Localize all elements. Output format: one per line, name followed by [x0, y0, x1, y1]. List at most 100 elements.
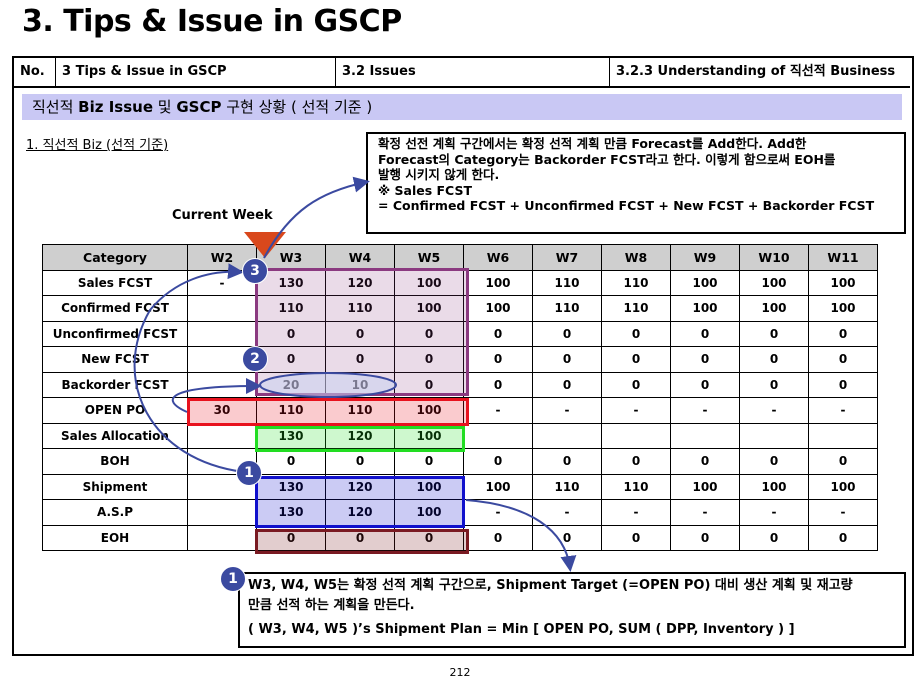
- table-cell: 100: [670, 295, 740, 322]
- row-category-cell: New FCST: [42, 346, 188, 373]
- note-line: 발행 시키지 않게 한다.: [378, 167, 500, 182]
- subtitle-banner: 직선적 Biz Issue 및 GSCP 구현 상황 ( 선적 기준 ): [22, 94, 902, 120]
- current-week-label: Current Week: [172, 208, 273, 223]
- step-2-badge: 2: [242, 346, 268, 372]
- table-cell: [187, 295, 257, 322]
- doc-header-bar: No. 3 Tips & Issue in GSCP 3.2 Issues 3.…: [14, 58, 910, 88]
- table-header-row: Category W2 W3 W4 W5 W6 W7 W8 W9 W10 W11: [42, 244, 878, 271]
- table-cell: 110: [601, 295, 671, 322]
- arrow-shipment-to-note: [465, 499, 577, 572]
- table-cell: [601, 422, 671, 449]
- note-line: ( W3, W4, W5 )’s Shipment Plan = Min [ O…: [248, 622, 795, 637]
- subtitle-part: 구현 상황 ( 선적 기준 ): [221, 98, 373, 116]
- table-cell: 0: [463, 346, 533, 373]
- row-category-cell: Sales Allocation: [42, 422, 188, 449]
- section-heading: 1. 직선적 Biz (선적 기준): [26, 138, 169, 153]
- column-header: W9: [670, 244, 740, 271]
- row-category-cell: OPEN PO: [42, 397, 188, 424]
- arrow-to-note: [263, 176, 370, 259]
- sales-allocation-box: [255, 426, 465, 452]
- table-cell: 0: [808, 346, 878, 373]
- table-cell: [187, 524, 257, 551]
- explanation-note: 확정 선전 계획 구간에서는 확정 선적 계획 만큼 Forecast를 Add…: [366, 132, 906, 234]
- header-no: No.: [14, 58, 56, 86]
- column-header: W4: [325, 244, 395, 271]
- table-cell: 100: [739, 295, 809, 322]
- step-1-note-badge: 1: [220, 566, 246, 592]
- row-category-cell: EOH: [42, 524, 188, 551]
- table-cell: 0: [463, 448, 533, 475]
- table-cell: 0: [808, 371, 878, 398]
- header-subsection: 3.2 Issues: [336, 58, 610, 86]
- step-3-badge: 3: [242, 258, 268, 284]
- table-cell: 110: [256, 397, 326, 424]
- table-cell: 100: [808, 269, 878, 296]
- table-cell: 0: [670, 448, 740, 475]
- table-cell: 30: [187, 397, 257, 424]
- column-header: W8: [601, 244, 671, 271]
- table-cell: -: [601, 397, 671, 424]
- backorder-highlight-ellipse: [259, 372, 397, 398]
- subtitle-part: Biz Issue: [78, 98, 153, 116]
- table-cell: 0: [670, 346, 740, 373]
- note-line: 확정 선전 계획 구간에서는 확정 선적 계획 만큼 Forecast를 Add…: [378, 136, 807, 151]
- eoh-box: [255, 529, 469, 554]
- table-cell: 0: [739, 524, 809, 551]
- table-cell: 110: [532, 473, 602, 500]
- table-cell: -: [808, 397, 878, 424]
- row-category-cell: Unconfirmed FCST: [42, 320, 188, 347]
- note-line: = Confirmed FCST + Unconfirmed FCST + Ne…: [378, 198, 875, 213]
- table-cell: 0: [394, 448, 464, 475]
- table-cell: 0: [394, 320, 464, 347]
- table-cell: 110: [532, 295, 602, 322]
- table-cell: 0: [256, 320, 326, 347]
- open-po-box: [187, 398, 469, 426]
- table-cell: 0: [256, 524, 326, 551]
- step-1-badge: 1: [236, 460, 262, 486]
- shipment-box: [255, 476, 465, 528]
- column-header: W5: [394, 244, 464, 271]
- table-cell: 0: [394, 346, 464, 373]
- table-cell: 100: [394, 295, 464, 322]
- table-cell: 0: [739, 448, 809, 475]
- header-topic: 3.2.3 Understanding of 직선적 Business: [616, 64, 896, 79]
- column-header: Category: [42, 244, 188, 271]
- table-cell: 0: [670, 371, 740, 398]
- page-number: 212: [449, 666, 471, 679]
- page-title: 3. Tips & Issue in GSCP: [22, 4, 402, 39]
- table-cell: [532, 422, 602, 449]
- table-cell: 120: [325, 499, 395, 526]
- note-line: ※ Sales FCST: [378, 182, 472, 198]
- shipment-plan-note: W3, W4, W5는 확정 선적 계획 구간으로, Shipment Targ…: [238, 572, 906, 648]
- column-header: W7: [532, 244, 602, 271]
- bottom-rule: [12, 654, 914, 656]
- note-line: 만큼 선적 하는 계획을 만든다.: [248, 598, 415, 613]
- arrow-shipment-to-sales: [133, 263, 245, 473]
- subtitle-part: 및: [153, 98, 177, 116]
- table-cell: 110: [601, 269, 671, 296]
- table-cell: 100: [808, 473, 878, 500]
- table-cell: 0: [394, 524, 464, 551]
- table-cell: 130: [256, 499, 326, 526]
- subtitle-part: 직선적: [32, 98, 79, 116]
- table-cell: 0: [601, 524, 671, 551]
- table-cell: 0: [532, 524, 602, 551]
- subtitle-part: GSCP: [176, 98, 222, 116]
- column-header: W10: [739, 244, 809, 271]
- table-cell: 0: [601, 448, 671, 475]
- table-cell: 100: [808, 295, 878, 322]
- row-category-cell: Sales FCST: [42, 269, 188, 296]
- table-cell: 0: [808, 524, 878, 551]
- current-week-marker-icon: [244, 232, 286, 258]
- header-section: 3 Tips & Issue in GSCP: [56, 58, 336, 86]
- arrow-openpo-to-backorder: [171, 378, 262, 413]
- table-cell: 0: [601, 371, 671, 398]
